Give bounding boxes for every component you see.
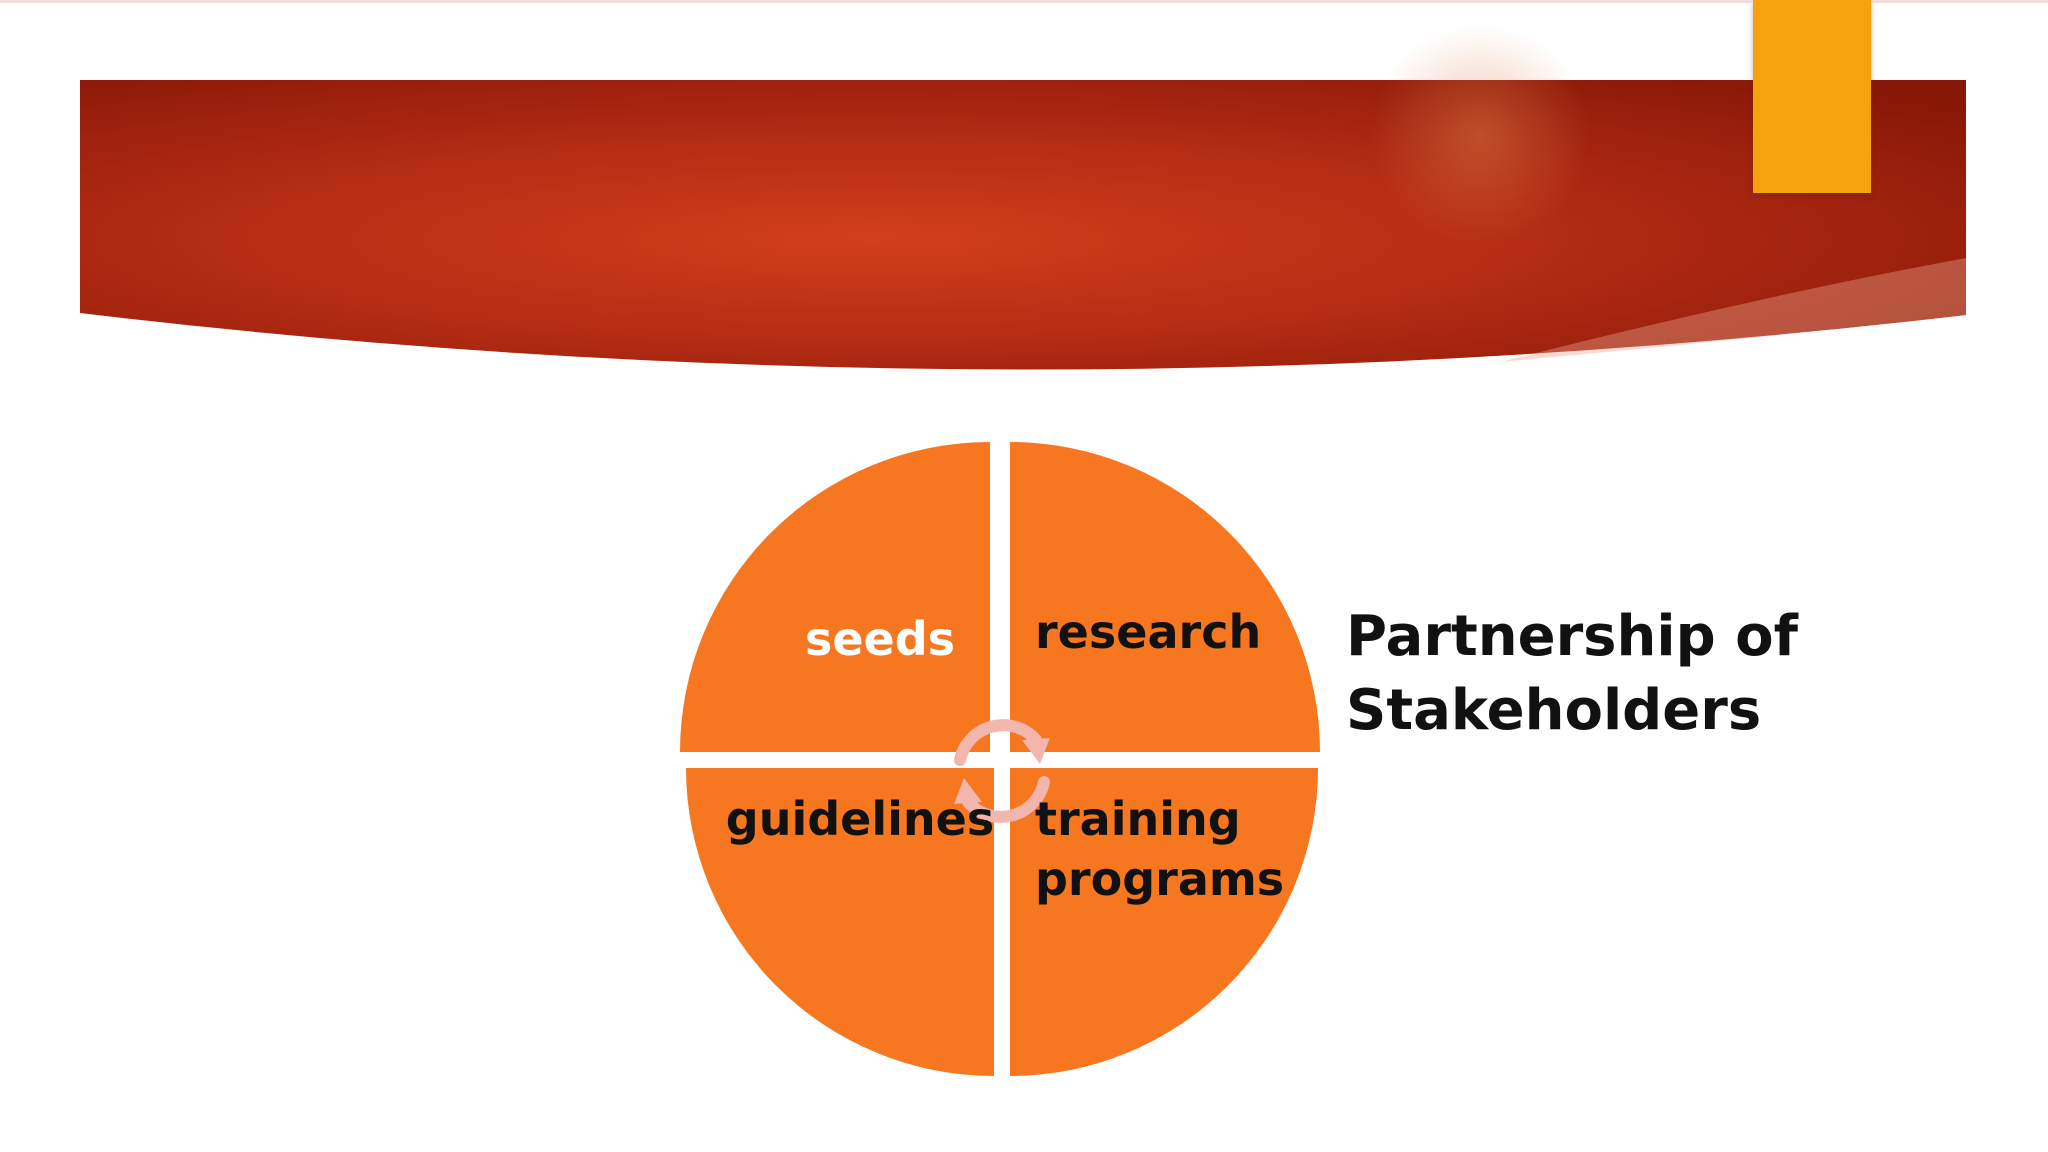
- cycle-arrow-top: [954, 719, 1042, 766]
- cycle-arrowhead-bottom: [954, 778, 982, 804]
- cycle-arrow-icon: [954, 719, 1050, 823]
- diagram-title-line-1: Partnership of: [1346, 604, 1798, 669]
- quadrant-3: [686, 768, 994, 1076]
- quadrant-2-label-line-1: research: [1035, 605, 1261, 659]
- cycle-arrow-bottom: [962, 776, 1050, 823]
- quadrant-4-label-line-1: training: [1035, 792, 1241, 846]
- quadrant-labels: seeds research guidelines training programs: [726, 605, 1284, 906]
- diagram-title-line-2: Stakeholders: [1346, 678, 1762, 743]
- accent-tab: [1753, 0, 1871, 193]
- diagram-title: Partnership of Stakeholders: [1346, 600, 1866, 748]
- quadrant-4-label-line-2: programs: [1035, 852, 1284, 906]
- title-banner: [80, 25, 1966, 370]
- top-divider: [0, 0, 2048, 3]
- quadrant-2: [1010, 442, 1320, 752]
- quadrant-3-label-line-1: guidelines: [726, 792, 994, 846]
- cycle-arrowhead-top: [1022, 738, 1050, 764]
- quadrant-4: [1010, 768, 1318, 1076]
- quadrant-1: [680, 442, 990, 752]
- quadrant-1-label-line-1: seeds: [805, 612, 955, 666]
- quadrant-shapes: [680, 442, 1320, 1076]
